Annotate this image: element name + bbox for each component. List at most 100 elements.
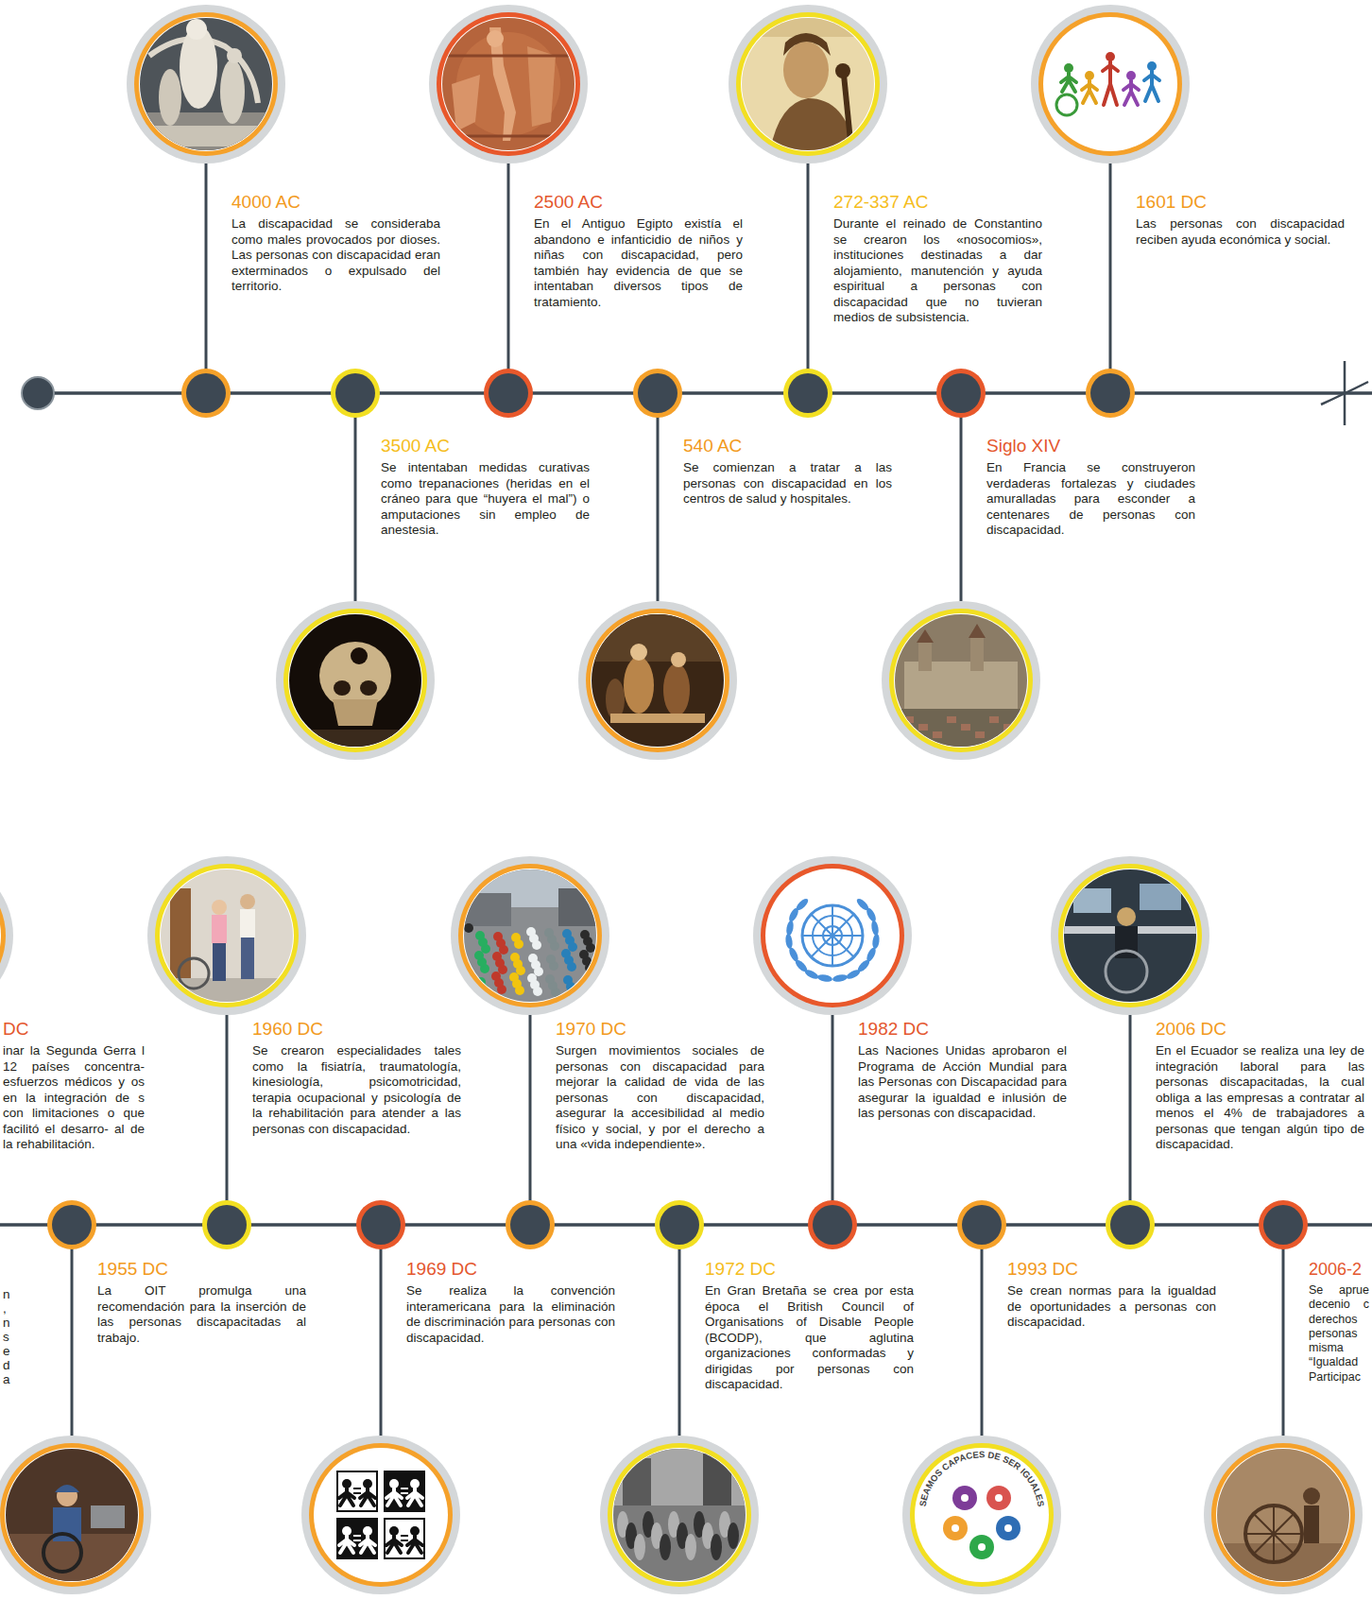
picture-pictogram bbox=[314, 1448, 447, 1581]
timeline-dot bbox=[788, 373, 828, 413]
illustration-shape bbox=[783, 41, 829, 99]
illustration-shape bbox=[952, 1485, 978, 1510]
picture-frame bbox=[275, 600, 435, 760]
stem-line bbox=[806, 163, 810, 394]
illustration-shape bbox=[384, 1471, 425, 1511]
picture-rehab bbox=[160, 869, 293, 1002]
event-description: Se crearon especialidades tales como la … bbox=[252, 1043, 462, 1137]
event-year: 3500 AC bbox=[380, 435, 590, 457]
illustration-shape bbox=[590, 613, 725, 748]
event-description: La discapacidad se consideraba como male… bbox=[231, 216, 441, 295]
illustration-shape bbox=[1044, 17, 1177, 151]
illustration-shape bbox=[240, 908, 256, 938]
event-description: Se aprue decenio c derechos personas mis… bbox=[1308, 1283, 1370, 1385]
stem-line bbox=[678, 1224, 682, 1436]
timeline-dot bbox=[941, 373, 981, 413]
illustration-shape bbox=[909, 1442, 1054, 1587]
event-year: 1601 DC bbox=[1135, 191, 1345, 213]
picture-bw bbox=[613, 1448, 746, 1581]
timeline-dot bbox=[633, 368, 683, 418]
illustration-shape bbox=[43, 1533, 82, 1572]
logo-arc-text: SEAMOS CAPACES DE SER IGUALES bbox=[917, 1448, 1047, 1508]
event-year: 2006 DC bbox=[1155, 1018, 1365, 1040]
illustration-shape bbox=[994, 1493, 1003, 1502]
illustration-shape bbox=[783, 33, 831, 56]
illustration-shape bbox=[1139, 883, 1182, 910]
timeline-dot bbox=[51, 1204, 92, 1245]
timeline-dot bbox=[356, 1200, 406, 1250]
event-year: 2500 AC bbox=[533, 191, 743, 213]
picture-statue bbox=[139, 17, 273, 151]
illustration-shape bbox=[710, 1533, 722, 1561]
stem-line bbox=[379, 1224, 383, 1436]
picture-protest bbox=[463, 869, 597, 1002]
timeline-dot bbox=[510, 1204, 550, 1245]
illustration-shape bbox=[283, 608, 428, 753]
illustration-shape bbox=[510, 952, 520, 962]
illustration-shape bbox=[670, 651, 686, 668]
illustration-shape bbox=[558, 888, 597, 927]
illustration-shape bbox=[360, 1535, 376, 1553]
illustration-shape bbox=[915, 1448, 1048, 1581]
illustration-shape bbox=[969, 1534, 995, 1560]
illustration-shape bbox=[843, 74, 852, 151]
illustration-shape bbox=[916, 623, 986, 643]
illustration-shape bbox=[159, 868, 294, 1003]
illustration-shape bbox=[918, 642, 932, 671]
illustration-shape bbox=[578, 600, 738, 760]
illustration-shape bbox=[442, 55, 575, 137]
illustration-shape bbox=[220, 59, 245, 124]
illustration-shape bbox=[226, 48, 242, 64]
illustration-shape bbox=[360, 680, 378, 696]
timeline-event: 1970 DCSurgen movimientos sociales de pe… bbox=[555, 1018, 765, 1153]
illustration-shape bbox=[492, 951, 502, 961]
illustration-shape bbox=[703, 1453, 732, 1506]
illustration-shape bbox=[527, 973, 537, 983]
illustration-shape bbox=[1245, 1505, 1303, 1562]
illustration-shape bbox=[740, 17, 875, 152]
illustration-shape bbox=[785, 920, 795, 937]
illustration-shape bbox=[585, 608, 730, 753]
illustration-shape bbox=[943, 1515, 968, 1541]
timeline-dot bbox=[1258, 1200, 1308, 1250]
illustration-shape bbox=[400, 1488, 409, 1493]
illustration-shape bbox=[211, 899, 227, 915]
stem-line bbox=[960, 393, 963, 601]
timeline-axis bbox=[37, 391, 1372, 395]
illustration-shape bbox=[493, 931, 503, 942]
stem-line bbox=[1109, 163, 1113, 394]
event-year: 540 AC bbox=[683, 435, 892, 457]
illustration-shape bbox=[736, 12, 880, 156]
event-year: 1969 DC bbox=[406, 1258, 616, 1280]
illustration-shape bbox=[526, 926, 536, 937]
illustration-shape bbox=[154, 863, 299, 1008]
picture-frame bbox=[126, 4, 286, 164]
timeline-dot bbox=[186, 373, 226, 413]
illustration-shape bbox=[1081, 80, 1098, 103]
illustration-shape bbox=[275, 600, 435, 760]
picture-sepia bbox=[1217, 1448, 1350, 1581]
timeline-dot bbox=[206, 1204, 247, 1245]
event-description: En Gran Bretaña se crea por esta época e… bbox=[704, 1283, 914, 1393]
illustration-shape bbox=[350, 647, 368, 665]
stem-line bbox=[980, 1224, 984, 1436]
illustration-shape bbox=[728, 4, 888, 164]
picture-un bbox=[766, 869, 899, 1002]
picture-frame bbox=[1030, 4, 1190, 164]
illustration-shape bbox=[881, 600, 1041, 760]
illustration-shape bbox=[0, 863, 6, 1008]
event-description: Las personas con discapacidad reciben ay… bbox=[1135, 216, 1345, 248]
illustration-shape bbox=[634, 1533, 646, 1561]
illustration-shape bbox=[139, 17, 273, 151]
illustration-shape bbox=[289, 614, 422, 747]
illustration-shape bbox=[386, 1535, 402, 1553]
illustration-shape bbox=[591, 614, 724, 747]
illustration-shape bbox=[568, 988, 579, 998]
illustration-shape bbox=[337, 1471, 378, 1511]
illustration-shape bbox=[727, 1522, 739, 1549]
illustration-shape bbox=[479, 983, 489, 994]
timeline-dot bbox=[1110, 1204, 1150, 1245]
illustration-shape bbox=[894, 708, 1028, 747]
illustration-shape bbox=[766, 869, 899, 1002]
